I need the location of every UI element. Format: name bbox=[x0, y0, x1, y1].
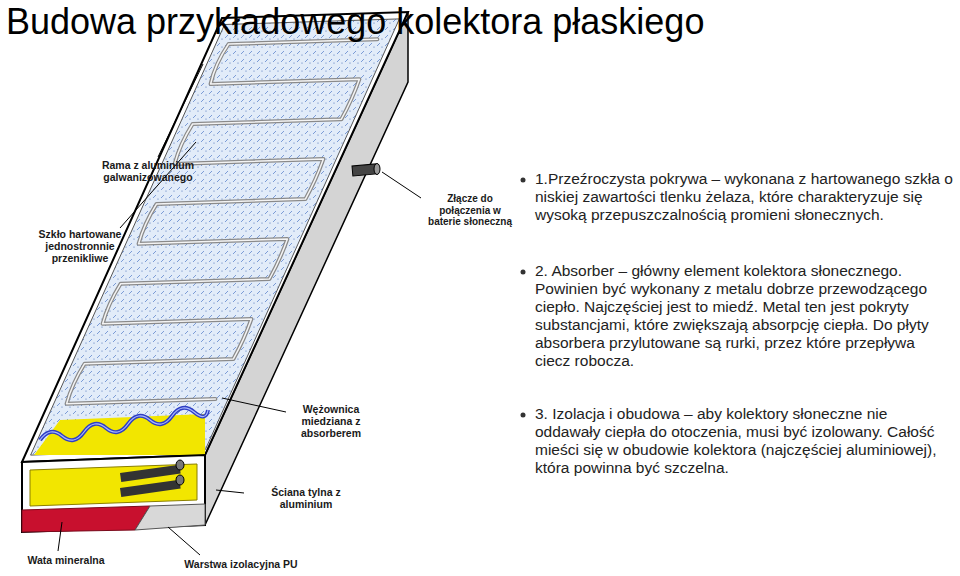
pu-layer bbox=[22, 506, 150, 532]
pipe-connector bbox=[352, 164, 380, 176]
bullet-dots bbox=[521, 178, 526, 418]
mineral-wool bbox=[30, 464, 197, 506]
glass-cover bbox=[31, 19, 400, 455]
cut-glass-edge bbox=[40, 408, 208, 440]
bullet-text: 3. Izolacja i obudowa – aby kolektory sł… bbox=[535, 405, 953, 477]
callout-label: Ściana tylna z aluminium bbox=[246, 486, 366, 510]
callout-label: Szkło hartowane jednostronnie przenikliw… bbox=[34, 228, 126, 264]
callout-label: Wężownica miedziana z absorberem bbox=[288, 403, 374, 439]
slide-title: Budowa przykładowego kolektora płaskiego bbox=[6, 2, 704, 42]
frame bbox=[22, 12, 408, 462]
callout-label: Rama z aluminium galwanizowanego bbox=[100, 159, 196, 183]
end-face bbox=[22, 455, 205, 532]
tube-ends bbox=[120, 460, 184, 497]
copper-serpentine bbox=[67, 39, 378, 403]
callout-label: Warstwa izolacyjna PU bbox=[176, 558, 306, 570]
callout-label: Złącze do połączenia w baterie słoneczną bbox=[424, 193, 516, 228]
callout-label: Wata mineralna bbox=[18, 554, 114, 566]
bullet-text: 1.Przeźroczysta pokrywa – wykonana z har… bbox=[535, 170, 953, 224]
bullet-text: 2. Absorber – główny element kolektora s… bbox=[535, 262, 953, 370]
leader-lines bbox=[58, 64, 421, 555]
back-wall-section bbox=[135, 504, 205, 530]
cut-glass-highlight bbox=[40, 408, 208, 440]
